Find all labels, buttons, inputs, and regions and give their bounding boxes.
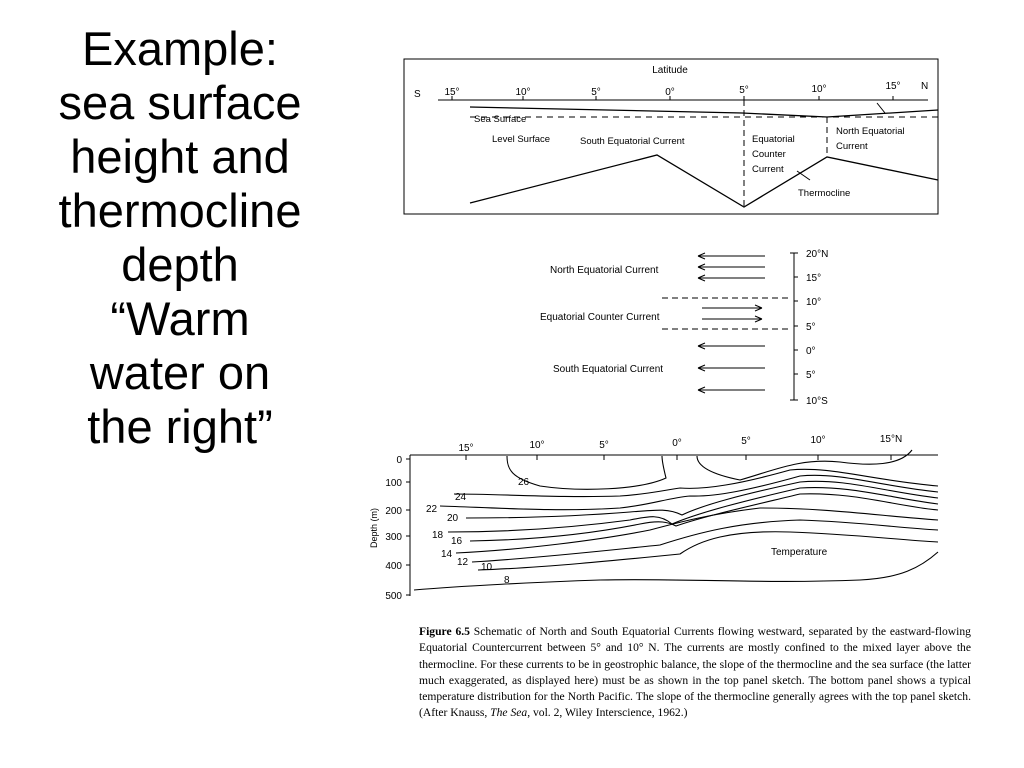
top-panel-frame — [403, 58, 939, 215]
ecc-label-line: Current — [752, 164, 784, 175]
figure-caption: Figure 6.5 Schematic of North and South … — [419, 624, 971, 722]
sec-label: South Equatorial Current — [580, 136, 685, 147]
level-surface-label: Level Surface — [492, 134, 550, 145]
isotherm-12 — [471, 519, 939, 563]
bottom-lat-label: 10° — [529, 440, 544, 451]
eastward-arrows-ecc — [702, 304, 763, 323]
nec-arrow-label: North Equatorial Current — [550, 265, 659, 276]
latitude-scale-ticks — [790, 252, 798, 401]
latitude-tick-marks — [451, 96, 894, 100]
isotherm-label: 20 — [447, 513, 459, 524]
latitude-title: Latitude — [652, 65, 688, 76]
depth-tick-label: 100 — [385, 478, 402, 489]
scale-lat-label: 10°S — [806, 396, 828, 407]
caption-text-end: , vol. 2, Wiley Interscience, 1962.) — [527, 706, 688, 720]
lat-tick-label: 15° — [885, 81, 900, 92]
westward-arrows-sec — [697, 342, 765, 394]
caption-text: Schematic of North and South Equatorial … — [419, 625, 971, 720]
lat-tick-label: 10° — [811, 84, 826, 95]
scale-lat-label: 5° — [806, 322, 816, 333]
top-panel — [403, 58, 939, 215]
isotherm-26-warm-pool-west — [506, 455, 667, 490]
title-line: height and — [70, 130, 290, 183]
title-line: water on — [89, 346, 271, 399]
sea-surface-pointer — [876, 102, 886, 114]
sec-arrow-label: South Equatorial Current — [553, 364, 663, 375]
isotherm-10 — [477, 531, 939, 571]
isotherm-8 — [413, 551, 939, 591]
caption-book-title: The Sea — [490, 706, 528, 720]
isotherm-20 — [465, 480, 939, 519]
scale-lat-label: 0° — [806, 346, 816, 357]
ecc-label-line: Equatorial — [752, 134, 795, 145]
thermocline-pointer — [796, 170, 811, 181]
isotherm-22 — [439, 474, 939, 511]
title-line: sea surface — [58, 76, 302, 129]
middle-panel — [662, 252, 798, 401]
isotherm-26-warm-pool-east — [696, 449, 913, 481]
north-label: N — [921, 81, 928, 92]
bottom-lat-label: 5° — [741, 436, 751, 447]
depth-tick-label: 0 — [396, 455, 402, 466]
title-line: Example: — [82, 22, 278, 75]
thermocline-label: Thermocline — [798, 188, 850, 199]
top-panel-labels: Latitude S N 15° 10° 5° 0° 5° 10° 15° Se… — [414, 65, 928, 199]
isotherm-label: 26 — [518, 477, 530, 488]
isotherm-24 — [453, 468, 939, 498]
isotherm-label: 18 — [432, 530, 444, 541]
bottom-lat-label: 15° — [458, 443, 473, 454]
title-line: “Warm — [110, 292, 250, 345]
sea-surface-line — [469, 106, 939, 118]
scale-lat-label: 15° — [806, 273, 821, 284]
nec-label-line: Current — [836, 141, 868, 152]
lat-tick-label: 15° — [444, 87, 459, 98]
top-latitude-ticks — [465, 455, 892, 460]
isotherm-18 — [447, 487, 939, 533]
middle-panel-labels: North Equatorial Current Equatorial Coun… — [540, 249, 828, 407]
nec-label-line: North Equatorial — [836, 126, 905, 137]
depth-tick-label: 400 — [385, 561, 402, 572]
temperature-label: Temperature — [771, 547, 828, 558]
thermocline-line — [469, 154, 939, 208]
sea-surface-label: Sea Surface — [474, 114, 526, 125]
isotherm-label: 8 — [504, 575, 510, 586]
isotherm-label: 16 — [451, 536, 463, 547]
title-line: depth — [121, 238, 239, 291]
isotherm-lines — [413, 449, 939, 591]
bottom-panel-labels: 15° 10° 5° 0° 5° 10° 15°N Depth (m) 0 10… — [369, 434, 902, 602]
isotherm-label: 12 — [457, 557, 469, 568]
bottom-lat-label: 15°N — [880, 434, 902, 445]
scale-lat-label: 20°N — [806, 249, 828, 260]
bottom-lat-label: 5° — [599, 440, 609, 451]
westward-arrows-nec — [697, 252, 765, 282]
title-line: the right” — [87, 400, 273, 453]
lat-tick-label: 10° — [515, 87, 530, 98]
scale-lat-label: 5° — [806, 370, 816, 381]
isotherm-label: 10 — [481, 562, 493, 573]
scale-lat-label: 10° — [806, 297, 821, 308]
figure-label: Figure 6.5 — [419, 625, 470, 638]
isotherm-label: 14 — [441, 549, 453, 560]
isotherm-label: 22 — [426, 504, 438, 515]
isotherm-16 — [469, 493, 939, 542]
isotherm-14 — [455, 507, 939, 554]
slide-title: Example: sea surface height and thermocl… — [0, 22, 360, 454]
bottom-lat-label: 10° — [810, 435, 825, 446]
depth-tick-label: 300 — [385, 532, 402, 543]
depth-axis-label: Depth (m) — [369, 508, 379, 548]
depth-tick-marks — [406, 458, 410, 596]
lat-tick-label: 5° — [739, 85, 749, 96]
south-label: S — [414, 89, 421, 100]
depth-tick-label: 500 — [385, 591, 402, 602]
lat-tick-label: 5° — [591, 87, 601, 98]
depth-tick-label: 200 — [385, 506, 402, 517]
ecc-arrow-label: Equatorial Counter Current — [540, 312, 660, 323]
bottom-panel — [406, 449, 939, 596]
isotherm-label: 24 — [455, 492, 467, 503]
ecc-label-line: Counter — [752, 149, 786, 160]
title-line: thermocline — [58, 184, 302, 237]
bottom-lat-label: 0° — [672, 438, 682, 449]
lat-tick-label: 0° — [665, 87, 675, 98]
